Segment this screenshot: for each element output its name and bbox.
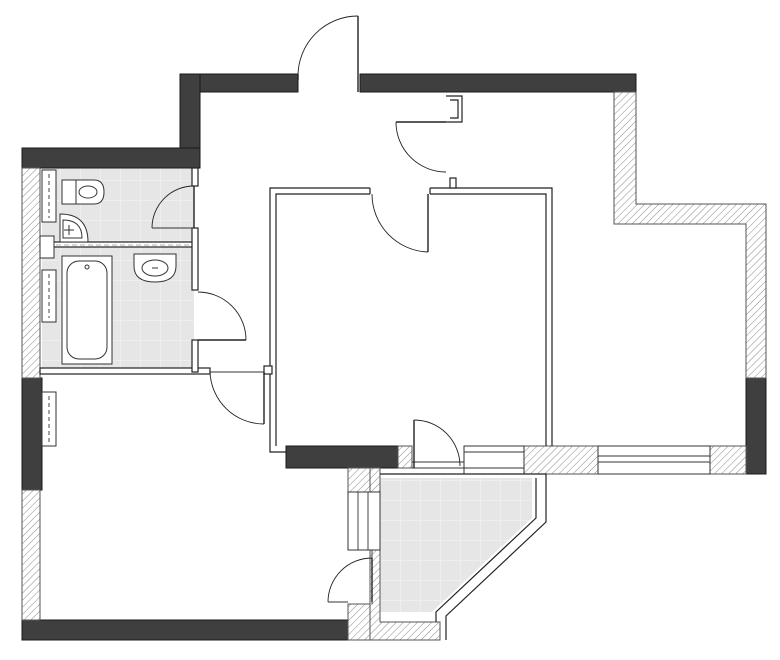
window-kitchen (597, 445, 711, 475)
wall-top-left-wing (21, 147, 201, 169)
partition-bath-bottom (39, 367, 211, 375)
partition-wet-right-low (191, 339, 199, 373)
door-bedroom (209, 371, 265, 425)
living-outline-inner (275, 193, 547, 446)
door-bathroom (197, 291, 247, 341)
hatch-bottom-right-a (523, 445, 599, 475)
door-toilet (151, 185, 195, 229)
hatch-balcony-post (397, 445, 413, 469)
wall-living-bottom (285, 445, 399, 469)
partitions (39, 95, 553, 453)
radiators (39, 169, 57, 447)
wall-bottom-left (21, 619, 371, 641)
partition-wet-right-top (191, 167, 199, 187)
niche-top (446, 95, 463, 123)
hatch-balcony-left-top (347, 467, 371, 493)
tiled-floors (42, 168, 532, 612)
fixtures (59, 179, 177, 365)
radiator-left-stub (39, 235, 55, 259)
window-balcony-door (463, 445, 525, 475)
exterior-walls (21, 73, 767, 641)
hatch-balcony-left-bottom (347, 603, 371, 641)
toilet-icon (61, 179, 105, 205)
hatch-left-bottom (21, 489, 41, 621)
partition-toilet-bath (39, 241, 195, 248)
hatch-balcony-parapet (369, 467, 441, 641)
wall-left-mid (21, 377, 43, 491)
partition-wet-right-mid (191, 227, 199, 291)
jamb-hall (263, 365, 273, 375)
door-balcony-side (327, 557, 373, 603)
wall-top-right (359, 73, 637, 93)
balcony-outline (380, 473, 547, 640)
door-balcony (413, 419, 461, 468)
living-outline-outer (269, 187, 553, 453)
balcony-floor (380, 478, 532, 612)
entrance-door (297, 15, 359, 92)
wall-right-lower (745, 377, 767, 475)
windows (347, 445, 711, 604)
door-hall-corridor (395, 121, 447, 173)
hatch-left-top (21, 167, 41, 379)
hatched-walls (21, 91, 767, 641)
window-balcony-side (347, 491, 381, 551)
hatch-bottom-right-b (709, 445, 747, 475)
hatch-right-stepped (613, 91, 767, 379)
corner-sink-icon (59, 213, 89, 243)
door-living (371, 193, 429, 253)
washbasin-icon (133, 253, 177, 283)
bathtub-icon (61, 255, 113, 365)
doors (151, 15, 461, 603)
post-living (449, 177, 457, 189)
